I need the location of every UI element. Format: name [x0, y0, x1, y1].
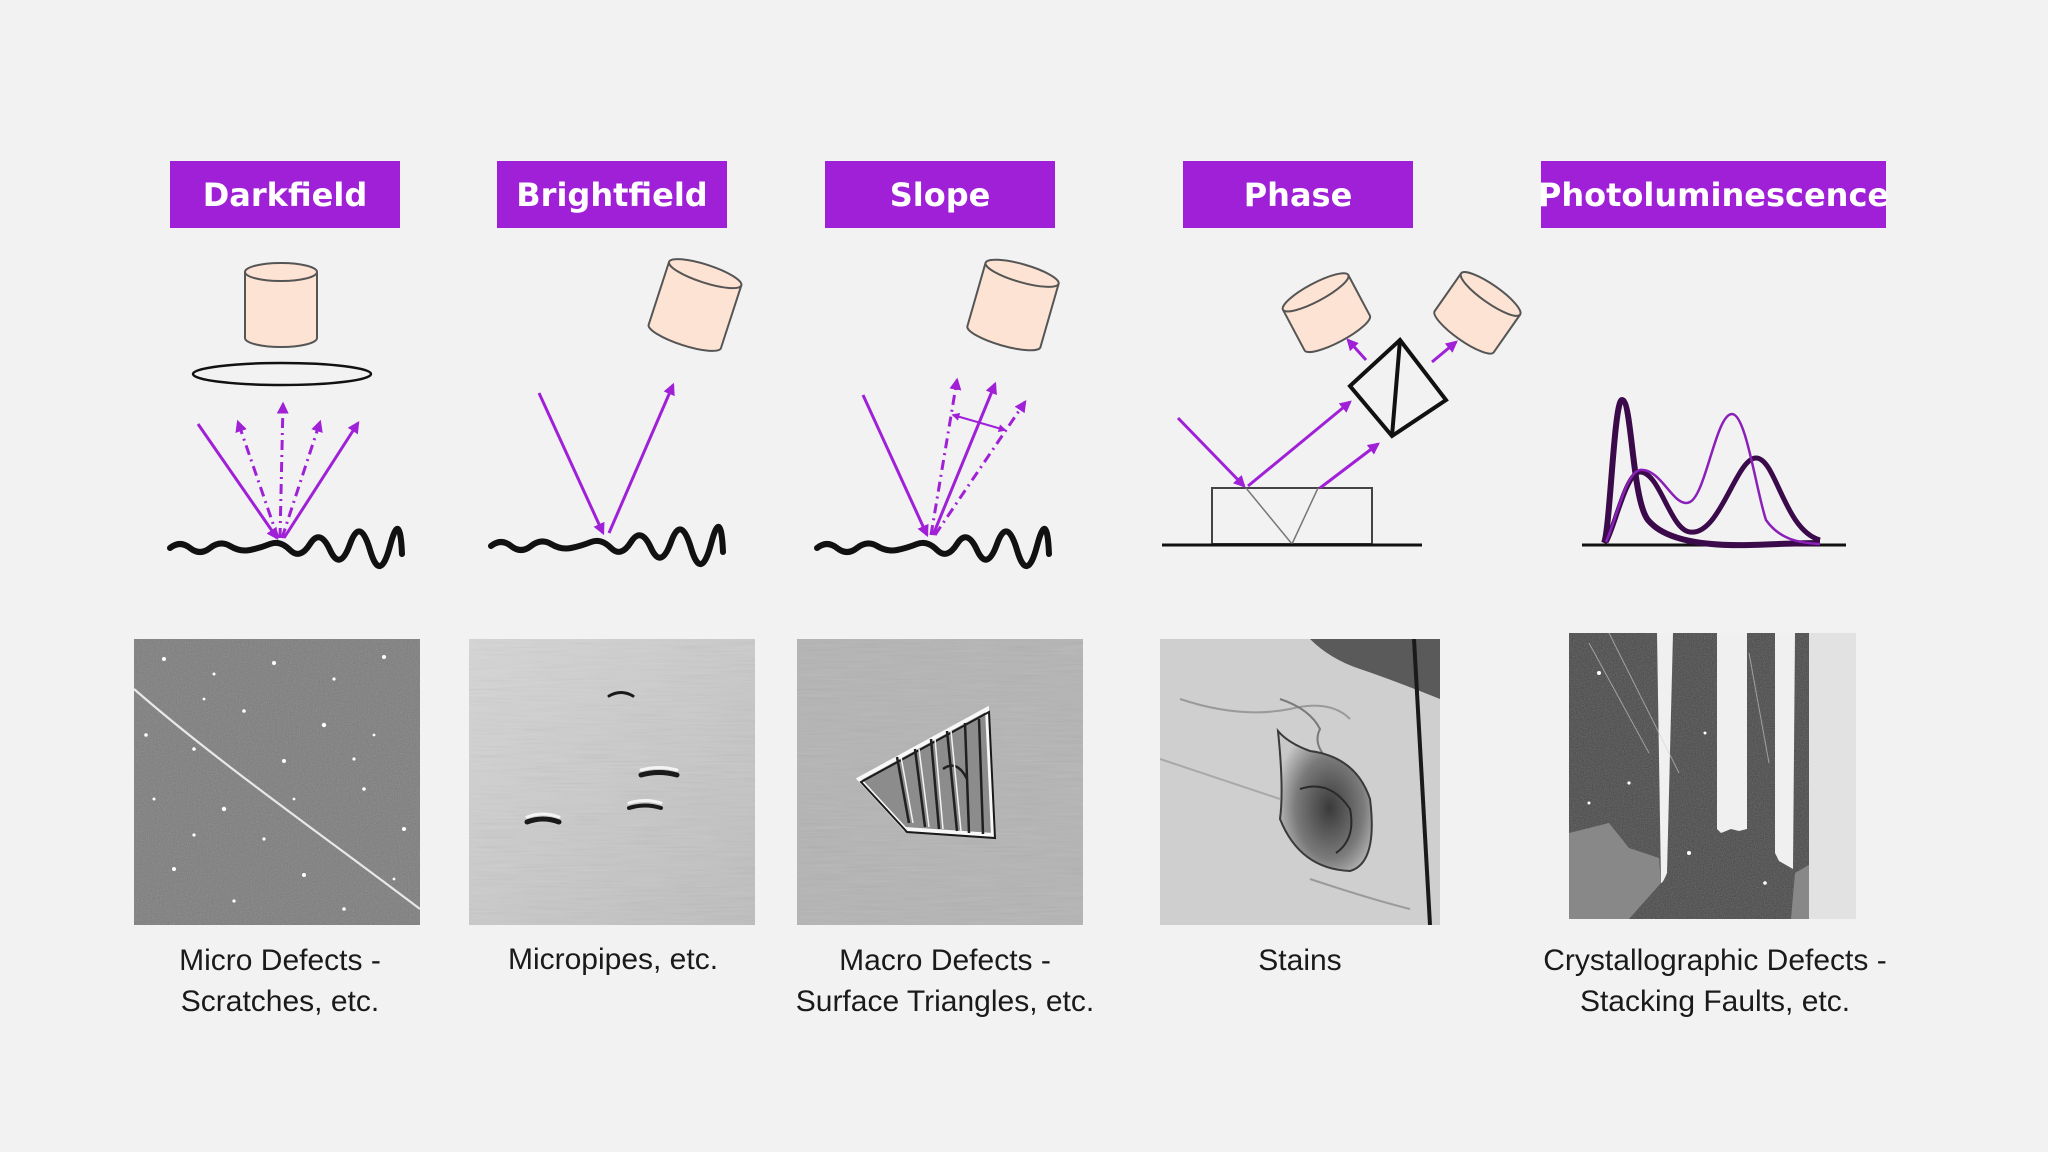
caption-darkfield: Micro Defects - Scratches, etc.	[120, 940, 440, 1022]
brightfield-sample-image	[469, 639, 755, 925]
caption-line-2: Surface Triangles, etc.	[795, 985, 1095, 1018]
camera-icon	[647, 258, 743, 352]
camera-icon	[966, 258, 1060, 352]
spectrum-peaks	[1601, 396, 1821, 549]
darkfield-diagram	[167, 262, 405, 569]
title-photoluminescence: Photoluminescence	[1538, 161, 1889, 228]
photoluminescence-diagram	[1582, 396, 1846, 549]
caption-phase: Stains	[1140, 940, 1460, 981]
sample-block	[1162, 487, 1422, 547]
caption-slope: Macro Defects - Surface Triangles, etc.	[765, 940, 1125, 1022]
caption-line-1: Stains	[1258, 944, 1342, 977]
caption-line-2: Scratches, etc.	[180, 985, 380, 1018]
phase-diagram	[1162, 271, 1522, 547]
rough-surface	[814, 526, 1052, 569]
light-rays	[196, 401, 360, 540]
caption-line-2: Stacking Faults, etc.	[1579, 985, 1851, 1018]
rough-surface	[167, 526, 405, 569]
camera-icon	[1281, 272, 1372, 354]
light-rays	[861, 377, 1027, 538]
camera-icon	[244, 262, 318, 348]
light-rays	[1176, 338, 1458, 490]
camera-icon	[1433, 271, 1522, 355]
caption-photoluminescence: Crystallographic Defects - Stacking Faul…	[1500, 940, 1930, 1022]
title-phase: Phase	[1183, 161, 1413, 228]
beam-splitter	[1347, 337, 1449, 439]
light-rays	[537, 382, 675, 536]
caption-brightfield: Micropipes, etc.	[453, 939, 773, 980]
rough-surface	[488, 524, 726, 567]
slope-sample-image	[797, 639, 1083, 925]
caption-line-1: Micropipes, etc.	[507, 943, 719, 976]
phase-sample-image	[1160, 639, 1440, 925]
photoluminescence-sample-image	[1569, 633, 1856, 919]
brightfield-diagram	[488, 258, 743, 567]
lens-ring	[191, 361, 373, 387]
title-slope: Slope	[825, 161, 1055, 228]
title-darkfield: Darkfield	[170, 161, 400, 228]
caption-line-1: Micro Defects -	[179, 944, 381, 977]
caption-line-1: Macro Defects -	[839, 944, 1051, 977]
title-brightfield: Brightfield	[497, 161, 727, 228]
slope-diagram	[814, 258, 1060, 569]
caption-line-1: Crystallographic Defects -	[1543, 944, 1887, 977]
darkfield-sample-image	[134, 639, 420, 925]
